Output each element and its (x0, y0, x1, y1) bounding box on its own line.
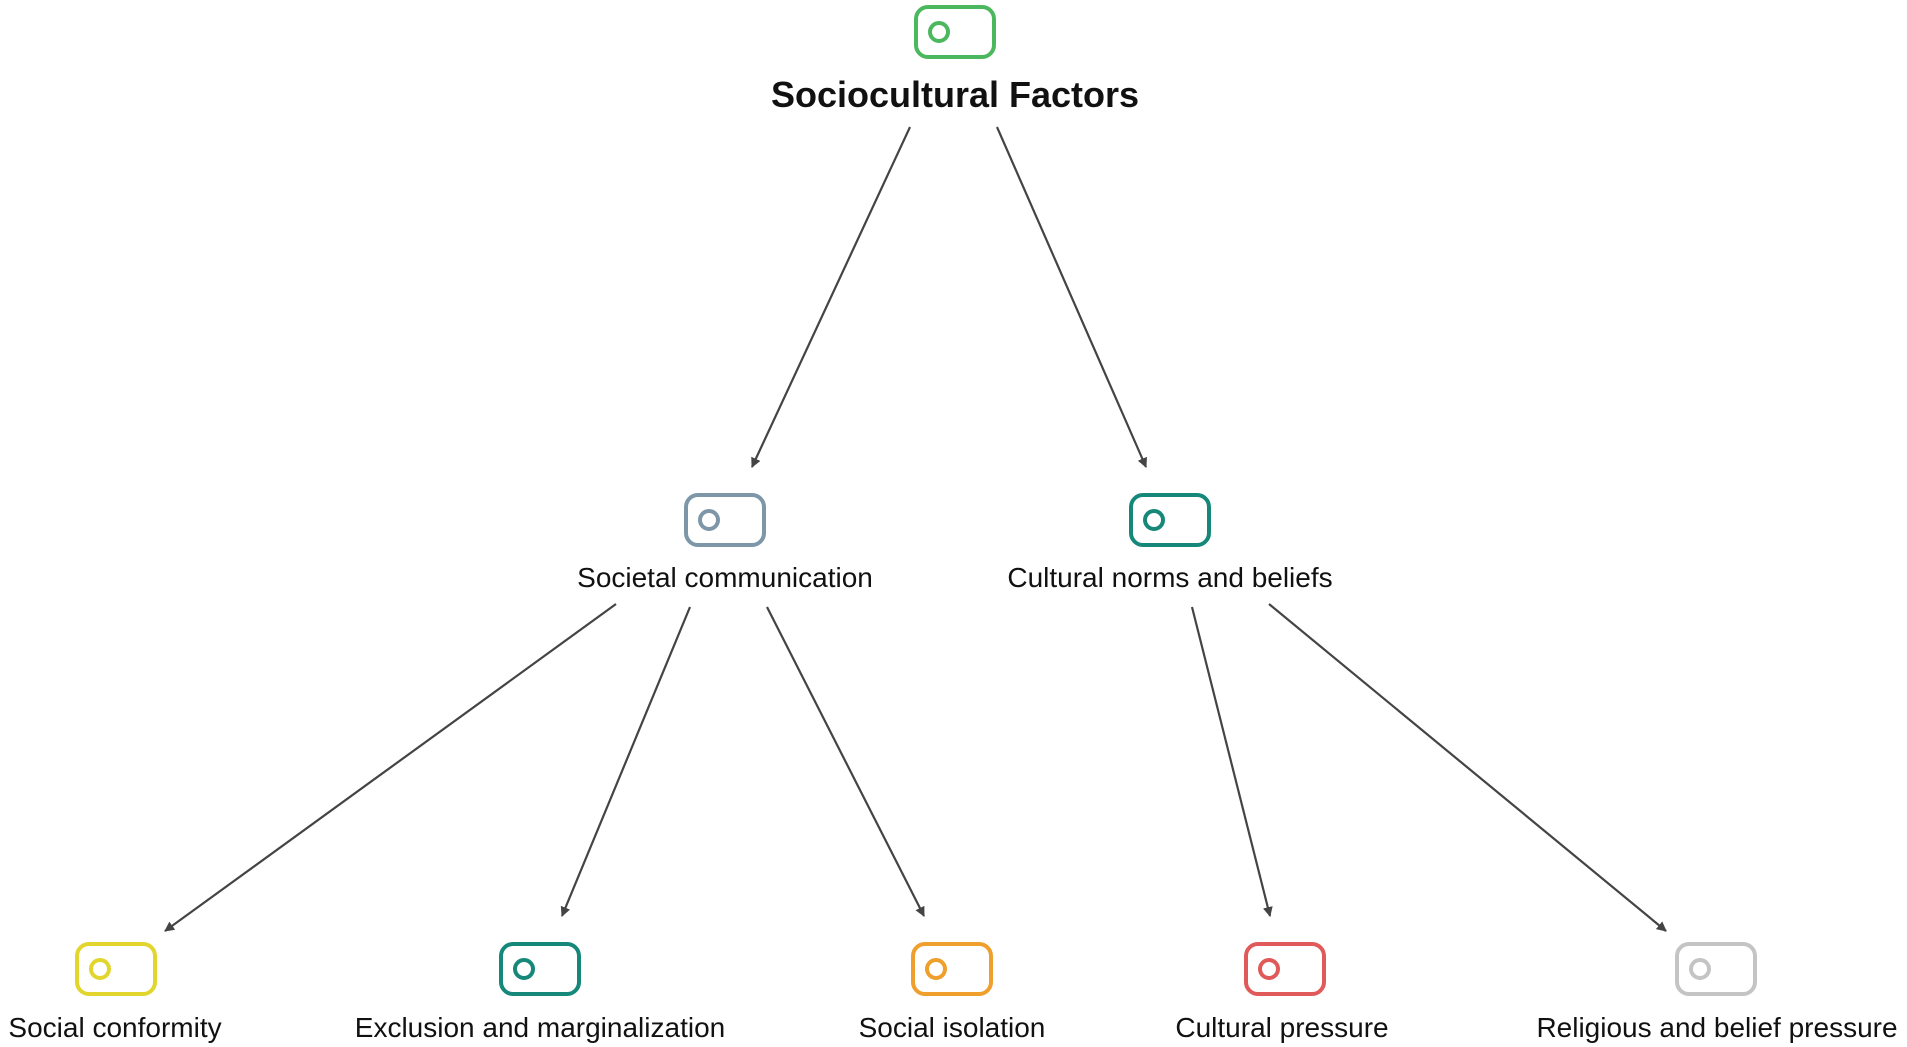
leaf-label-religious-belief-pressure: Religious and belief pressure (1536, 1012, 1897, 1043)
category-label-cultural-norms: Cultural norms and beliefs (1007, 562, 1332, 593)
edge-societal-to-conformity (164, 603, 617, 932)
node-social-isolation[interactable]: Social isolation (859, 942, 1046, 1043)
edge-cultural-to-religious (1268, 603, 1667, 932)
leaf1-icon-frame (499, 942, 581, 996)
cat0-icon-dot (698, 509, 720, 531)
leaf4-icon-dot (1689, 958, 1711, 980)
toggle-node-icon (75, 942, 157, 996)
toggle-node-icon (914, 5, 996, 59)
edge-cultural-to-pressure (1190, 606, 1273, 917)
root-label: Sociocultural Factors (771, 74, 1139, 115)
leaf4-icon-frame (1675, 942, 1757, 996)
node-societal-communication[interactable]: Societal communication (577, 493, 873, 593)
edge-root-to-societal (751, 126, 911, 468)
leaf3-icon-dot (1258, 958, 1280, 980)
root-icon-frame (914, 5, 996, 59)
node-exclusion-marginalization[interactable]: Exclusion and marginalization (355, 942, 725, 1043)
toggle-node-icon (499, 942, 581, 996)
leaf-label-social-conformity: Social conformity (8, 1012, 221, 1043)
node-cultural-pressure[interactable]: Cultural pressure (1175, 942, 1389, 1043)
toggle-node-icon (1129, 493, 1211, 547)
leaf1-icon-dot (513, 958, 535, 980)
toggle-node-icon (911, 942, 993, 996)
node-root[interactable]: Sociocultural Factors (771, 5, 1139, 115)
leaf-label-exclusion-marginalization: Exclusion and marginalization (355, 1012, 725, 1043)
leaf-label-cultural-pressure: Cultural pressure (1175, 1012, 1388, 1043)
leaf0-icon-dot (89, 958, 111, 980)
node-cultural-norms[interactable]: Cultural norms and beliefs (1007, 493, 1333, 593)
leaf2-icon-dot (925, 958, 947, 980)
leaf3-icon-frame (1244, 942, 1326, 996)
root-icon-dot (928, 21, 950, 43)
toggle-node-icon (1675, 942, 1757, 996)
category-label-societal-communication: Societal communication (577, 562, 873, 593)
cat0-icon-frame (684, 493, 766, 547)
cat1-icon-dot (1143, 509, 1165, 531)
leaf0-icon-frame (75, 942, 157, 996)
edge-societal-to-isolation (766, 606, 925, 917)
node-religious-belief-pressure[interactable]: Religious and belief pressure (1536, 942, 1898, 1043)
toggle-node-icon (1244, 942, 1326, 996)
edges-layer (164, 126, 1667, 932)
node-social-conformity[interactable]: Social conformity (8, 942, 222, 1043)
leaf2-icon-frame (911, 942, 993, 996)
toggle-node-icon (684, 493, 766, 547)
cat1-icon-frame (1129, 493, 1211, 547)
edge-root-to-cultural (995, 126, 1148, 468)
edge-societal-to-exclusion (560, 606, 692, 917)
leaf-label-social-isolation: Social isolation (859, 1012, 1046, 1043)
